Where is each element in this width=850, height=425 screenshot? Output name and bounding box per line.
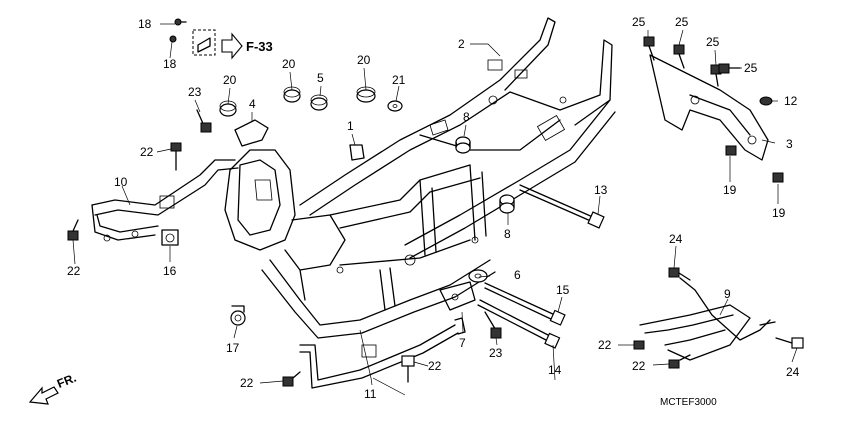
callout-labels: 1 2 3 4 5 6 7 8 8 9 10 11 12 13 14 15 16… (67, 15, 800, 401)
callout-22-d: 22 (428, 359, 442, 373)
callout-22-a: 22 (140, 145, 154, 159)
callout-13: 13 (594, 183, 608, 197)
screw-part-18-b (169, 35, 177, 43)
callout-22-e: 22 (598, 338, 612, 352)
reference-box (192, 29, 216, 56)
callout-25-c: 25 (706, 35, 720, 49)
callout-3: 3 (786, 137, 793, 151)
bolt-part-22-bottom-b (401, 355, 415, 383)
callout-14: 14 (548, 363, 562, 377)
callout-11: 11 (364, 387, 377, 401)
callout-16: 16 (163, 264, 177, 278)
callout-21: 21 (392, 73, 406, 87)
spacer-part-5 (310, 94, 328, 111)
callout-20-c: 20 (357, 53, 371, 67)
callout-25-b: 25 (675, 15, 689, 29)
callout-5: 5 (317, 71, 324, 85)
callout-22-c: 22 (240, 376, 254, 390)
callout-25-d: 25 (744, 61, 758, 75)
callout-20-b: 20 (282, 57, 296, 71)
plate-part-4 (234, 119, 269, 147)
long-bolt-part-13 (519, 184, 605, 229)
callout-23-a: 23 (188, 85, 202, 99)
reference-arrow-icon (221, 32, 243, 60)
front-direction-label: FR. (55, 371, 78, 391)
stand-part-9 (639, 277, 776, 361)
washer-part-21 (387, 100, 403, 112)
front-bar-part-10 (91, 159, 239, 242)
callout-4: 4 (249, 97, 256, 111)
grommet-part-12 (759, 96, 773, 106)
callout-8-upper: 8 (463, 110, 470, 124)
callout-9: 9 (724, 287, 731, 301)
bracket-part-7 (439, 281, 476, 311)
washer-part-6 (468, 269, 488, 283)
callout-7: 7 (459, 336, 466, 350)
callout-10: 10 (114, 175, 128, 189)
bolt-part-22-upper (170, 142, 182, 171)
leader-lines (72, 23, 798, 396)
callout-24-a: 24 (669, 232, 683, 246)
bolt-part-22-left (67, 219, 79, 241)
bolt-part-22-stand-a (633, 340, 645, 350)
callout-2: 2 (458, 37, 465, 51)
bushing-part-8-lower (499, 194, 515, 214)
callout-18-b: 18 (163, 57, 177, 71)
nut-part-19-a (725, 145, 737, 156)
callout-1: 1 (347, 119, 354, 133)
clip-part-1 (349, 144, 365, 161)
clip-part-17 (230, 305, 246, 326)
bolt-part-22-bottom-a (282, 371, 301, 387)
callout-24-b: 24 (786, 365, 800, 379)
bolt-part-23-upper (196, 109, 212, 133)
diagram-code: MCTEF3000 (660, 397, 717, 408)
callout-8-lower: 8 (504, 227, 511, 241)
bolt-part-14 (477, 299, 561, 349)
bolt-part-25-b (673, 44, 685, 69)
callout-18-a: 18 (138, 17, 152, 31)
reference-label: F-33 (246, 39, 273, 54)
bolt-part-25-a (643, 36, 655, 61)
callout-6: 6 (514, 268, 521, 282)
bolt-part-15 (484, 282, 566, 326)
bushing-part-8-upper (455, 136, 471, 154)
lower-bar-part-11 (299, 317, 466, 389)
bracket-part-3 (649, 54, 769, 161)
callout-22-f: 22 (632, 359, 646, 373)
callout-22-b: 22 (67, 264, 81, 278)
callout-19-a: 19 (723, 183, 737, 197)
callout-15: 15 (556, 283, 570, 297)
callout-12: 12 (784, 94, 798, 108)
nut-part-19-b (772, 172, 784, 183)
bolt-part-25-d (718, 63, 741, 74)
bolt-part-24-b (775, 337, 804, 349)
screw-part-18-a (174, 18, 187, 26)
clamp-part-16 (161, 229, 179, 246)
callout-23-b: 23 (489, 346, 503, 360)
front-direction-arrow-icon (28, 386, 59, 405)
callout-25-a: 25 (632, 15, 646, 29)
callout-17: 17 (226, 341, 240, 355)
callout-19-b: 19 (772, 206, 786, 220)
bolt-part-22-stand-b (668, 359, 680, 369)
callout-20-a: 20 (223, 73, 237, 87)
